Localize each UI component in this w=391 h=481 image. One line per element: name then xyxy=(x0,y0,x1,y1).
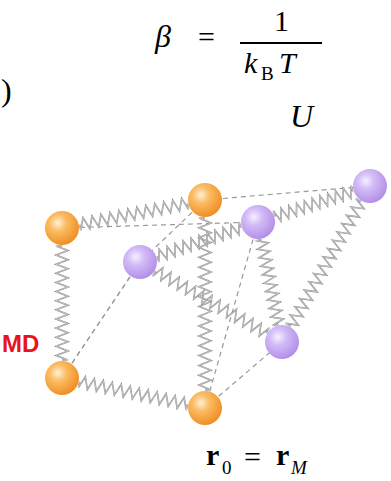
spring xyxy=(56,246,68,360)
spring-highlight xyxy=(80,198,189,230)
equals-sign: = xyxy=(244,442,261,472)
beta-symbol: β xyxy=(155,20,171,52)
spring-highlight xyxy=(286,199,364,327)
subscript: B xyxy=(261,64,274,83)
dashed-bond xyxy=(62,262,140,378)
spring-bonds xyxy=(56,186,364,410)
atom-ball xyxy=(353,169,387,203)
spring-highlight xyxy=(78,377,187,410)
dashed-bonds xyxy=(62,186,370,408)
method-label: MD xyxy=(2,332,39,356)
atoms xyxy=(45,169,387,425)
dashed-bond xyxy=(205,186,370,200)
potential-label: U xyxy=(290,100,313,132)
spring xyxy=(256,240,284,326)
atom-ball xyxy=(188,391,222,425)
atom-ball xyxy=(241,205,275,239)
spring-highlight xyxy=(153,268,270,336)
parenthesis: ) xyxy=(1,74,12,106)
spring xyxy=(80,198,189,230)
subscript: 0 xyxy=(222,458,232,477)
dashed-bond xyxy=(62,262,140,378)
position-vector: r xyxy=(276,440,289,470)
fraction-bar xyxy=(240,42,322,44)
spring xyxy=(78,377,187,410)
spring xyxy=(273,186,353,221)
atom-ball xyxy=(188,183,222,217)
atom-ball xyxy=(45,361,79,395)
spring xyxy=(286,199,364,327)
atom-ball xyxy=(123,245,157,279)
atom-ball xyxy=(265,325,299,359)
spring-highlight xyxy=(273,186,353,221)
temperature: T xyxy=(279,48,296,78)
numerator: 1 xyxy=(274,6,289,36)
dashed-bond xyxy=(205,222,258,408)
spring-highlight xyxy=(56,246,68,360)
subscript: M xyxy=(291,458,307,477)
spring-highlight xyxy=(157,222,241,262)
spring xyxy=(153,268,270,336)
spring xyxy=(157,222,241,262)
boltzmann-k: k xyxy=(244,48,257,78)
equals-sign: = xyxy=(198,22,215,52)
position-vector: r xyxy=(206,440,219,470)
atom-ball xyxy=(45,211,79,245)
spring-highlight xyxy=(256,240,284,326)
